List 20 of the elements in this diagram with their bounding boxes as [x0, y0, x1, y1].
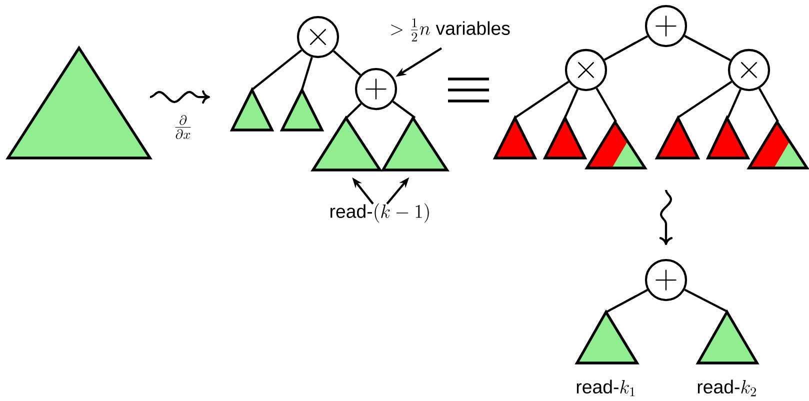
- tree-edge: [684, 288, 728, 313]
- annotation-text: $> \frac{1}{2}n\ \mbox{variables}$: [391, 18, 510, 42]
- tree-edge: [596, 88, 617, 122]
- tree-edge: [727, 88, 742, 118]
- tree-edge: [346, 102, 362, 118]
- tree-edge: [604, 35, 648, 61]
- node-label: $\mbox{read-}k_2$: [698, 380, 756, 396]
- node-label: $\mbox{read-}k_1$: [576, 380, 635, 396]
- tree-edge: [392, 100, 416, 119]
- tree-edge: [251, 49, 302, 91]
- tree-edge: [300, 56, 313, 90]
- tree-edge: [758, 88, 779, 122]
- tree-edge: [332, 50, 362, 76]
- tree-edge: [514, 80, 570, 119]
- tree-edge: [684, 34, 731, 62]
- tree-edge: [606, 289, 648, 313]
- annotation-text: $\mbox{read-}(k-1)$: [330, 203, 429, 223]
- tree-edge: [564, 88, 578, 118]
- derivative-label: $\frac{\partial}{\partial x}$: [175, 114, 191, 140]
- tree-edge: [676, 80, 732, 119]
